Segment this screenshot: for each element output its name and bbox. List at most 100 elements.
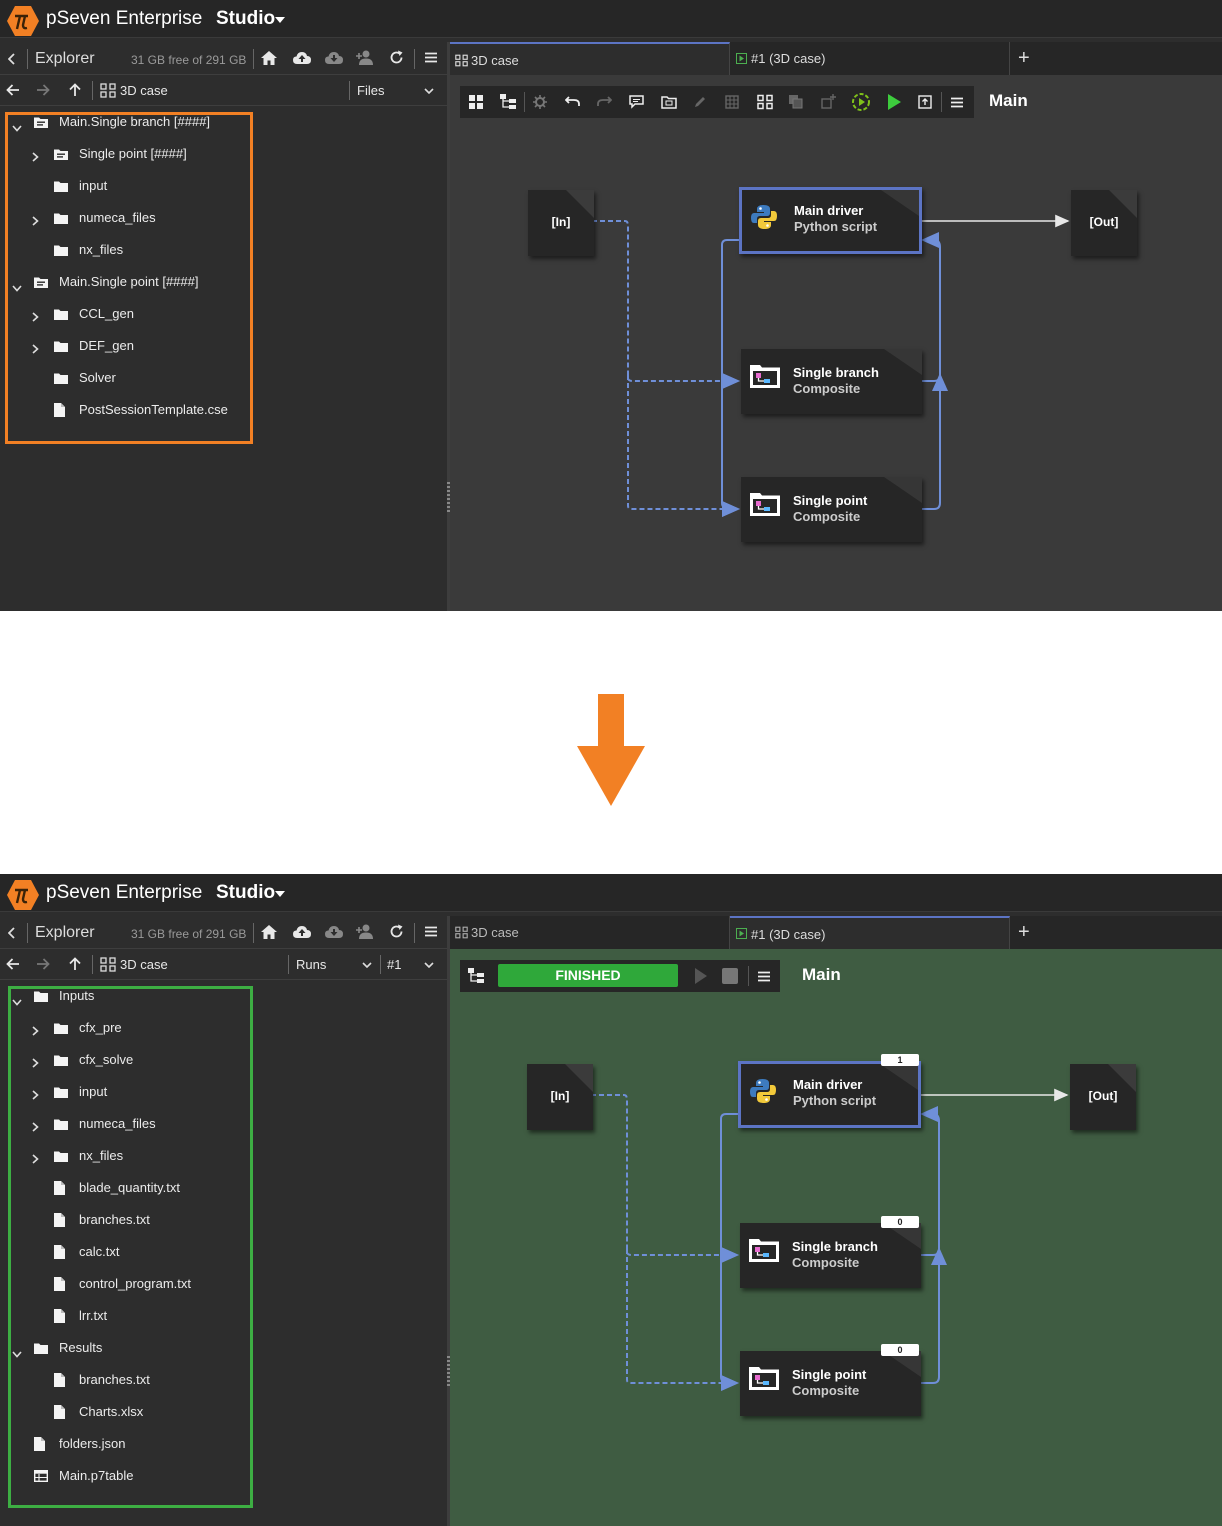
tree-item[interactable]: blade_quantity.txt [0, 1172, 447, 1204]
upload-icon[interactable] [293, 925, 311, 938]
comment-icon[interactable] [629, 95, 644, 109]
chevron-down-icon[interactable] [12, 993, 22, 1011]
download-icon[interactable] [325, 51, 343, 64]
chevron-right-icon[interactable] [32, 341, 39, 359]
chevron-right-icon[interactable] [32, 1055, 39, 1073]
tree-item[interactable]: Main.Single branch [####] [0, 106, 447, 138]
add-user-icon[interactable] [356, 924, 374, 939]
tree-item[interactable]: branches.txt [0, 1364, 447, 1396]
tree-item[interactable]: calc.txt [0, 1236, 447, 1268]
menu-icon[interactable] [758, 971, 770, 982]
tree-item[interactable]: Charts.xlsx [0, 1396, 447, 1428]
chevron-down-icon[interactable] [275, 891, 285, 897]
tree-item[interactable]: CCL_gen [0, 298, 447, 330]
chevron-down-icon[interactable] [12, 1345, 22, 1363]
chevron-right-icon[interactable] [32, 1151, 39, 1169]
grid-icon[interactable] [725, 95, 739, 109]
menu-icon[interactable] [425, 926, 437, 937]
validate-icon[interactable] [851, 92, 871, 112]
chevron-down-icon[interactable] [12, 279, 22, 297]
back-arrow-icon[interactable] [6, 958, 20, 970]
collapse-panel-icon[interactable] [8, 53, 16, 65]
add-tab-button[interactable]: + [1018, 47, 1030, 69]
tab-3d-case[interactable]: 3D case [450, 42, 730, 75]
add-user-icon[interactable] [356, 50, 374, 65]
collapse-panel-icon[interactable] [8, 927, 16, 939]
up-arrow-icon[interactable] [69, 83, 81, 97]
tree-item[interactable]: Solver [0, 362, 447, 394]
tree-item[interactable]: Results [0, 1332, 447, 1364]
chevron-right-icon[interactable] [32, 309, 39, 327]
tree-item[interactable]: cfx_pre [0, 1012, 447, 1044]
forward-arrow-icon[interactable] [36, 84, 50, 96]
add-port-icon[interactable] [821, 94, 836, 109]
app-mode-menu[interactable]: Studio [216, 8, 276, 29]
tab-run-1[interactable]: #1 (3D case) [730, 42, 1010, 75]
tree-item[interactable]: cfx_solve [0, 1044, 447, 1076]
breadcrumb[interactable]: 3D case [120, 957, 168, 972]
tree-item[interactable]: branches.txt [0, 1204, 447, 1236]
download-icon[interactable] [325, 925, 343, 938]
chevron-right-icon[interactable] [32, 149, 39, 167]
up-arrow-icon[interactable] [69, 957, 81, 971]
splitter-grip[interactable] [447, 482, 450, 514]
menu-icon[interactable] [951, 97, 963, 108]
home-icon[interactable] [261, 925, 277, 939]
panel-splitter[interactable] [447, 42, 450, 611]
refresh-icon[interactable] [389, 50, 404, 65]
folder-block-icon[interactable] [661, 95, 677, 109]
chevron-down-icon[interactable] [362, 962, 372, 968]
undo-icon[interactable] [565, 96, 580, 107]
chevron-down-icon[interactable] [424, 962, 434, 968]
output-port-block[interactable]: [Out] [1070, 1064, 1136, 1130]
tree-item[interactable]: folders.json [0, 1428, 447, 1460]
tree-item[interactable]: nx_files [0, 1140, 447, 1172]
breadcrumb[interactable]: 3D case [120, 83, 168, 98]
edit-icon[interactable] [693, 95, 707, 109]
chevron-down-icon[interactable] [424, 88, 434, 94]
tree-item[interactable]: numeca_files [0, 202, 447, 234]
tree-view-icon[interactable] [500, 94, 517, 110]
tree-item[interactable]: DEF_gen [0, 330, 447, 362]
tree-item[interactable]: Inputs [0, 980, 447, 1012]
home-icon[interactable] [261, 51, 277, 65]
add-tab-button[interactable]: + [1018, 921, 1030, 943]
tree-item[interactable]: Main.p7table [0, 1460, 447, 1492]
tree-item[interactable]: input [0, 170, 447, 202]
refresh-icon[interactable] [389, 924, 404, 939]
chevron-right-icon[interactable] [32, 1119, 39, 1137]
splitter-grip[interactable] [447, 1356, 450, 1388]
panel-splitter[interactable] [447, 916, 450, 1526]
tree-item[interactable]: input [0, 1076, 447, 1108]
tree-item[interactable]: Single point [####] [0, 138, 447, 170]
app-mode-menu[interactable]: Studio [216, 882, 276, 903]
blocks-icon[interactable] [469, 95, 483, 109]
copy-icon[interactable] [789, 95, 803, 109]
tab-3d-case[interactable]: 3D case [450, 916, 730, 949]
settings-icon[interactable] [533, 95, 547, 109]
chevron-right-icon[interactable] [32, 213, 39, 231]
stop-icon[interactable] [722, 968, 738, 984]
view-select[interactable]: Runs [296, 957, 327, 972]
input-port-block[interactable]: [In] [528, 190, 594, 256]
export-icon[interactable] [918, 95, 932, 109]
tree-view-icon[interactable] [468, 968, 485, 984]
upload-icon[interactable] [293, 51, 311, 64]
tree-item[interactable]: nx_files [0, 234, 447, 266]
run-select[interactable]: #1 [387, 957, 402, 972]
tree-item[interactable]: numeca_files [0, 1108, 447, 1140]
output-port-block[interactable]: [Out] [1071, 190, 1137, 256]
tree-item[interactable]: PostSessionTemplate.cse [0, 394, 447, 426]
tree-item[interactable]: control_program.txt [0, 1268, 447, 1300]
run-button-icon[interactable] [887, 94, 901, 110]
menu-icon[interactable] [425, 52, 437, 63]
chevron-right-icon[interactable] [32, 1023, 39, 1041]
chevron-down-icon[interactable] [275, 17, 285, 23]
input-port-block[interactable]: [In] [527, 1064, 593, 1130]
